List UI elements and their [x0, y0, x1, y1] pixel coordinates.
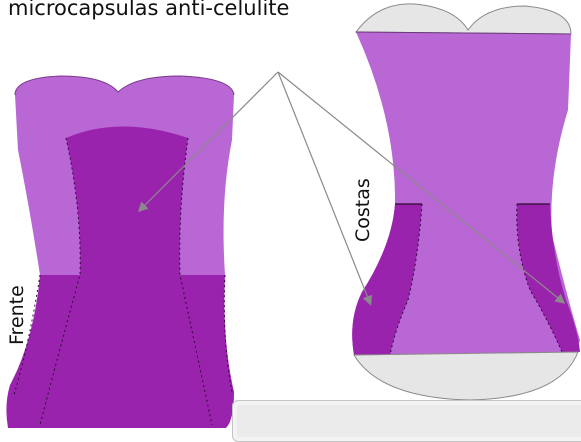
back-bottom-flap [354, 352, 578, 400]
front-center-panel [66, 127, 188, 276]
corset-diagram [0, 0, 581, 430]
front-lower-panel [6, 275, 234, 428]
back-top-cups [356, 4, 571, 34]
back-garment [352, 4, 580, 400]
back-label: Costas [352, 178, 374, 242]
front-label: Frente [6, 285, 28, 345]
caption-text: microcapsulas anti-celulite [8, 0, 289, 20]
note-box [232, 400, 581, 442]
front-garment [6, 76, 234, 428]
